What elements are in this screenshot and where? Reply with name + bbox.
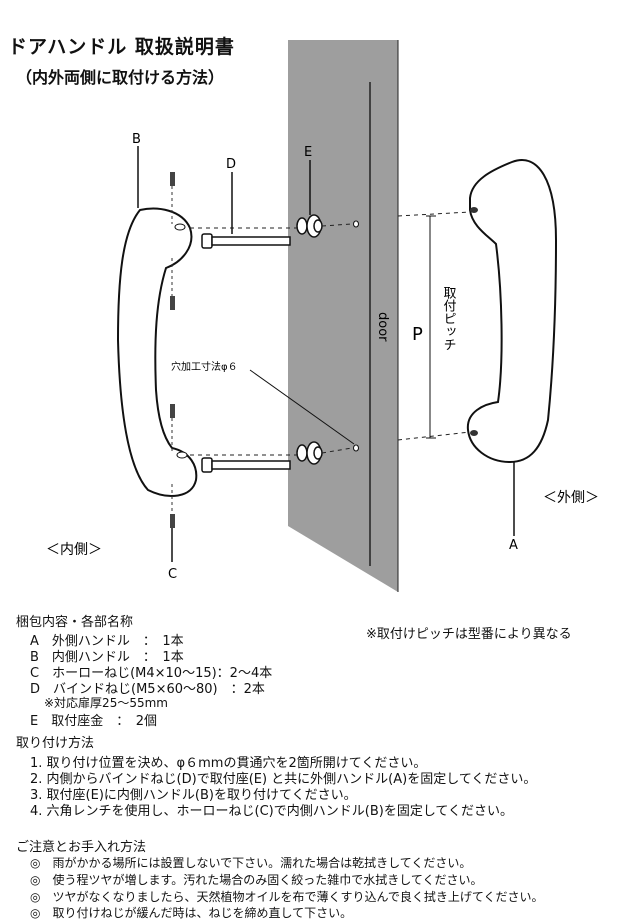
care-item-3: ◎ ツヤがなくなりましたら、天然植物オイルを布で薄くすり込んで良く拭き上げてくだ… bbox=[30, 890, 544, 904]
contents-item-a: A 外側ハンドル ： 1本 bbox=[30, 634, 184, 649]
alignment-lines bbox=[190, 211, 471, 456]
leader-lines bbox=[137, 146, 515, 562]
pitch-note: ※取付けピッチは型番により異なる bbox=[366, 627, 572, 642]
label-p: P bbox=[412, 324, 423, 345]
installation-diagram: B D E C A 穴加工寸法φ６ door P 取付ピッチ ＜内側＞ ＜外側＞ bbox=[46, 40, 599, 592]
care-heading: ご注意とお手入れ方法 bbox=[16, 840, 147, 855]
label-a: A bbox=[509, 538, 518, 553]
label-door: door bbox=[375, 312, 390, 342]
label-pitch: 取付ピッチ bbox=[441, 286, 457, 351]
contents-item-e: E 取付座金 ： 2個 bbox=[30, 714, 157, 729]
label-inside: ＜内側＞ bbox=[46, 542, 102, 558]
page-title: ドアハンドル 取扱説明書 bbox=[8, 36, 235, 58]
set-screws-c bbox=[170, 172, 175, 528]
label-b: B bbox=[132, 132, 141, 147]
page-subtitle: （内外両側に取付ける方法） bbox=[16, 68, 225, 87]
label-c: C bbox=[168, 567, 177, 582]
label-d: D bbox=[226, 157, 236, 172]
pitch-dimension bbox=[426, 215, 436, 439]
care-item-2: ◎ 使う程ツヤが増します。汚れた場合のみ固く絞った雑巾で水拭きしてください。 bbox=[30, 873, 483, 887]
care-item-1: ◎ 雨がかかる場所には設置しないで下さい。濡れた場合は乾拭きしてください。 bbox=[30, 856, 472, 870]
care-item-4: ◎ 取り付けねじが緩んだ時は、ねじを締め直して下さい。 bbox=[30, 906, 353, 920]
door-thickness-note: ※対応扉厚25～55mm bbox=[44, 696, 168, 710]
hole-leader-line bbox=[249, 369, 355, 445]
contents-item-c: C ホーローねじ(M4×10～15)：2～4本 bbox=[30, 666, 273, 681]
install-step-3: 3. 取付座(E)に内側ハンドル(B)を取り付けてください。 bbox=[30, 788, 357, 803]
drill-hole-lower bbox=[353, 444, 359, 452]
contents-heading: 梱包内容・各部名称 bbox=[16, 615, 134, 630]
install-step-1: 1. 取り付け位置を決め、φ６mmの貫通穴を2箇所開けてください。 bbox=[30, 756, 427, 771]
contents-item-d: D バインドねじ(M5×60～80) ：2本 bbox=[30, 682, 265, 697]
outside-handle-a bbox=[466, 159, 558, 464]
bind-bolt-upper bbox=[201, 233, 291, 249]
drill-hole-upper bbox=[353, 220, 359, 228]
install-step-2: 2. 内側からバインドねじ(D)で取付座(E) と共に外側ハンドル(A)を固定し… bbox=[30, 772, 537, 787]
bind-bolt-lower bbox=[201, 457, 291, 473]
install-step-4: 4. 六角レンチを使用し、ホーローねじ(C)で内側ハンドル(B)を固定してくださ… bbox=[30, 804, 514, 819]
contents-item-b: B 内側ハンドル ： 1本 bbox=[30, 650, 184, 665]
washer-lower bbox=[296, 441, 323, 465]
washer-upper bbox=[296, 214, 323, 238]
inside-handle-b bbox=[116, 207, 198, 497]
install-heading: 取り付け方法 bbox=[16, 736, 95, 751]
label-hole-size: 穴加工寸法φ６ bbox=[171, 360, 238, 373]
label-outside: ＜外側＞ bbox=[543, 490, 599, 506]
label-e: E bbox=[304, 145, 312, 160]
